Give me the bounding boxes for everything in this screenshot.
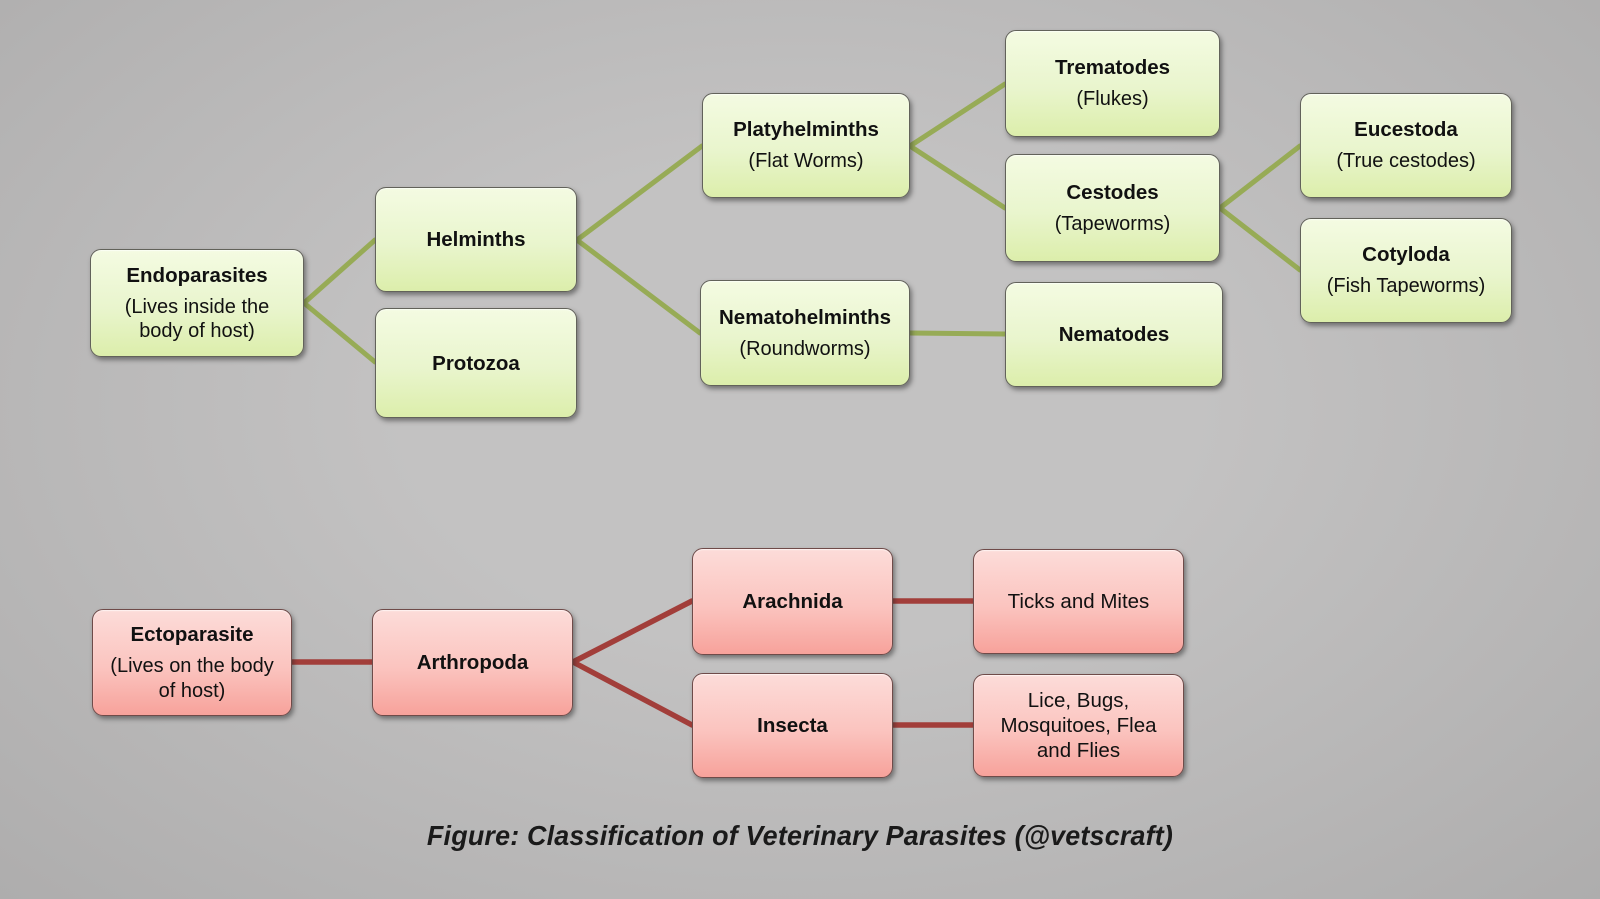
node-title: Endoparasites — [126, 263, 268, 287]
node-title: Cestodes — [1066, 180, 1159, 204]
node-subtitle: (True cestodes) — [1336, 150, 1476, 173]
node-cotyloda: Cotyloda (Fish Tapeworms) — [1300, 218, 1512, 323]
edge-cestodes-eucestoda — [1217, 143, 1303, 211]
node-title: Ectoparasite — [130, 623, 254, 647]
node-title: Insecta — [757, 714, 828, 737]
node-title: Ticks and Mites — [1007, 590, 1150, 613]
node-subtitle: (Tapeworms) — [1054, 212, 1171, 235]
node-arachnida: Arachnida — [692, 548, 893, 655]
edge-endoparasites-helminths — [301, 237, 378, 306]
figure-caption: Figure: Classification of Veterinary Par… — [426, 820, 1174, 851]
node-nematohelminths: Nematohelminths (Roundworms) — [700, 280, 910, 386]
node-subtitle: (Roundworms) — [739, 337, 871, 360]
node-ticks-and-mites: Ticks and Mites — [973, 549, 1184, 654]
node-title: Arachnida — [742, 590, 843, 613]
node-title: Nematodes — [1058, 323, 1170, 346]
node-trematodes: Trematodes (Flukes) — [1005, 30, 1220, 137]
edge-platyhelminths-trematodes — [907, 81, 1008, 149]
node-subtitle: (Flat Worms) — [748, 150, 864, 173]
node-title: Protozoa — [432, 351, 520, 375]
node-title: Helminths — [426, 228, 526, 251]
node-subtitle: (Fish Tapeworms) — [1326, 275, 1486, 298]
edge-nematohelminths-nematodes — [907, 330, 1008, 337]
edge-platyhelminths-cestodes — [907, 143, 1008, 211]
node-lice-bugs-mosquitoes-flea-flies: Lice, Bugs, Mosquitoes, Flea and Flies — [973, 674, 1184, 777]
node-title: Nematohelminths — [719, 305, 891, 329]
node-nematodes: Nematodes — [1005, 282, 1223, 387]
node-platyhelminths: Platyhelminths (Flat Worms) — [702, 93, 910, 198]
node-title: Arthropoda — [416, 651, 529, 674]
node-subtitle: (Lives inside the body of host) — [124, 295, 270, 342]
node-endoparasites: Endoparasites (Lives inside the body of … — [90, 249, 304, 357]
node-eucestoda: Eucestoda (True cestodes) — [1300, 93, 1512, 198]
node-insecta: Insecta — [692, 673, 893, 778]
node-title: Eucestoda — [1354, 118, 1458, 142]
node-title: Trematodes — [1054, 56, 1171, 80]
edge-arthropoda-insecta — [570, 659, 695, 728]
node-cestodes: Cestodes (Tapeworms) — [1005, 154, 1220, 262]
node-title: Lice, Bugs, Mosquitoes, Flea and Flies — [1000, 689, 1157, 762]
edge-helminths-nematohelminths — [574, 237, 703, 336]
node-helminths: Helminths — [375, 187, 577, 292]
node-protozoa: Protozoa — [375, 308, 577, 418]
node-title: Platyhelminths — [733, 118, 879, 142]
edge-cestodes-cotyloda — [1217, 205, 1303, 273]
node-ectoparasite: Ectoparasite (Lives on the body of host) — [92, 609, 292, 716]
node-subtitle: (Flukes) — [1076, 88, 1149, 111]
node-arthropoda: Arthropoda — [372, 609, 573, 716]
node-subtitle: (Lives on the body of host) — [110, 655, 274, 702]
node-title: Cotyloda — [1362, 243, 1450, 267]
edge-arthropoda-arachnida — [570, 598, 695, 665]
edge-helminths-platyhelminths — [574, 143, 705, 243]
edge-endoparasites-protozoa — [301, 300, 378, 365]
